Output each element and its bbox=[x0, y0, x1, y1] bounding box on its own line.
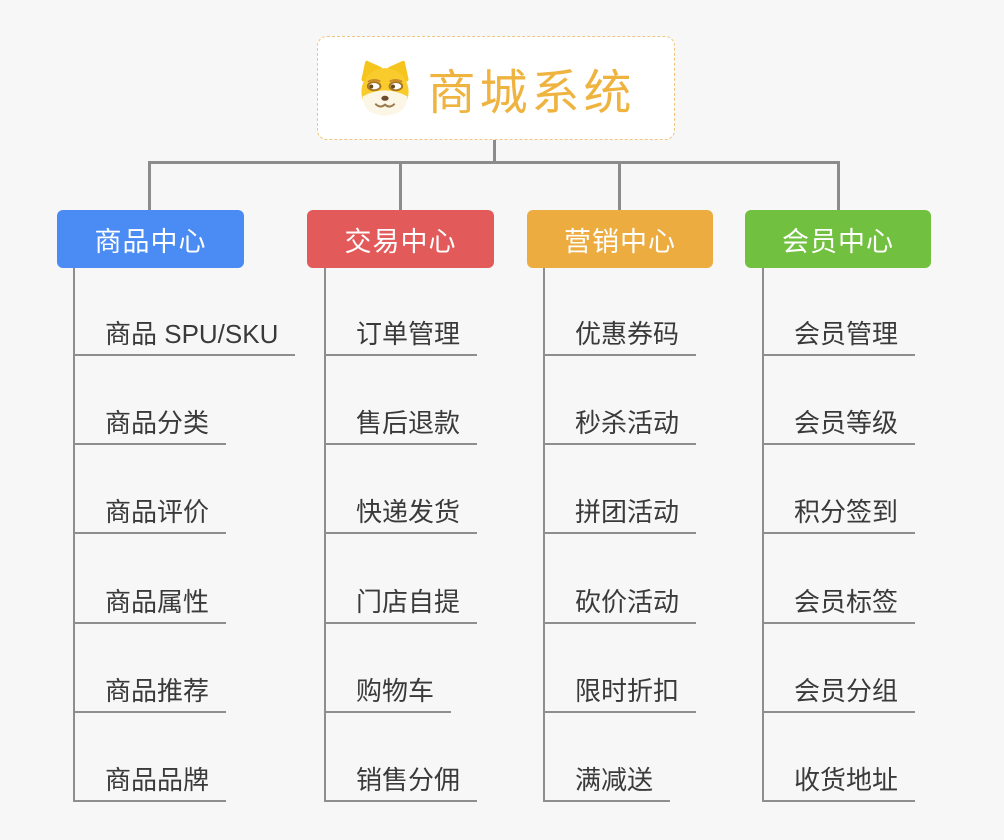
leaf-node-trade-center-2[interactable]: 售后退款 bbox=[324, 403, 478, 446]
child-spine-line-product-center bbox=[73, 268, 75, 802]
leaf-node-marketing-center-4[interactable]: 砍价活动 bbox=[543, 582, 697, 624]
leaf-node-trade-center-1[interactable]: 订单管理 bbox=[324, 314, 478, 356]
leaf-node-marketing-center-5[interactable]: 限时折扣 bbox=[543, 671, 697, 713]
leaf-node-trade-center-6[interactable]: 销售分佣 bbox=[324, 760, 478, 802]
leaf-node-member-center-2[interactable]: 会员等级 bbox=[762, 403, 916, 446]
leaf-node-member-center-5[interactable]: 会员分组 bbox=[762, 671, 916, 713]
leaf-node-marketing-center-2[interactable]: 秒杀活动 bbox=[543, 403, 697, 446]
leaf-node-member-center-1[interactable]: 会员管理 bbox=[762, 314, 916, 356]
leaf-node-product-center-5[interactable]: 商品推荐 bbox=[73, 671, 227, 713]
branch-bus-line bbox=[148, 161, 840, 164]
child-spine-line-trade-center bbox=[324, 268, 326, 802]
branch-node-member-center[interactable]: 会员中心 bbox=[745, 210, 931, 268]
leaf-node-product-center-3[interactable]: 商品评价 bbox=[73, 492, 227, 535]
branch-drop-line-4 bbox=[837, 161, 840, 210]
leaf-node-marketing-center-3[interactable]: 拼团活动 bbox=[543, 492, 697, 535]
leaf-node-product-center-2[interactable]: 商品分类 bbox=[73, 403, 227, 446]
branch-drop-line-2 bbox=[399, 161, 402, 210]
branch-node-product-center[interactable]: 商品中心 bbox=[57, 210, 244, 268]
leaf-node-product-center-1[interactable]: 商品 SPU/SKU bbox=[73, 314, 296, 356]
leaf-node-product-center-4[interactable]: 商品属性 bbox=[73, 582, 227, 624]
leaf-node-marketing-center-6[interactable]: 满减送 bbox=[543, 760, 671, 802]
leaf-node-trade-center-5[interactable]: 购物车 bbox=[324, 671, 452, 713]
root-title: 商城系统 bbox=[427, 67, 636, 120]
child-spine-line-member-center bbox=[762, 268, 764, 802]
branch-node-trade-center[interactable]: 交易中心 bbox=[307, 210, 494, 268]
root-node[interactable]: 商城系统 bbox=[317, 36, 675, 140]
leaf-node-product-center-6[interactable]: 商品品牌 bbox=[73, 760, 227, 802]
leaf-node-member-center-4[interactable]: 会员标签 bbox=[762, 582, 916, 624]
root-stub-line bbox=[493, 140, 496, 164]
leaf-node-marketing-center-1[interactable]: 优惠券码 bbox=[543, 314, 697, 356]
leaf-node-trade-center-3[interactable]: 快递发货 bbox=[324, 492, 478, 535]
leaf-node-trade-center-4[interactable]: 门店自提 bbox=[324, 582, 478, 624]
child-spine-line-marketing-center bbox=[543, 268, 545, 802]
branch-drop-line-3 bbox=[618, 161, 621, 210]
branch-drop-line-1 bbox=[148, 161, 151, 210]
leaf-node-member-center-3[interactable]: 积分签到 bbox=[762, 492, 916, 535]
branch-node-marketing-center[interactable]: 营销中心 bbox=[527, 210, 713, 268]
shiba-dog-icon bbox=[356, 60, 414, 116]
leaf-node-member-center-6[interactable]: 收货地址 bbox=[762, 760, 916, 802]
